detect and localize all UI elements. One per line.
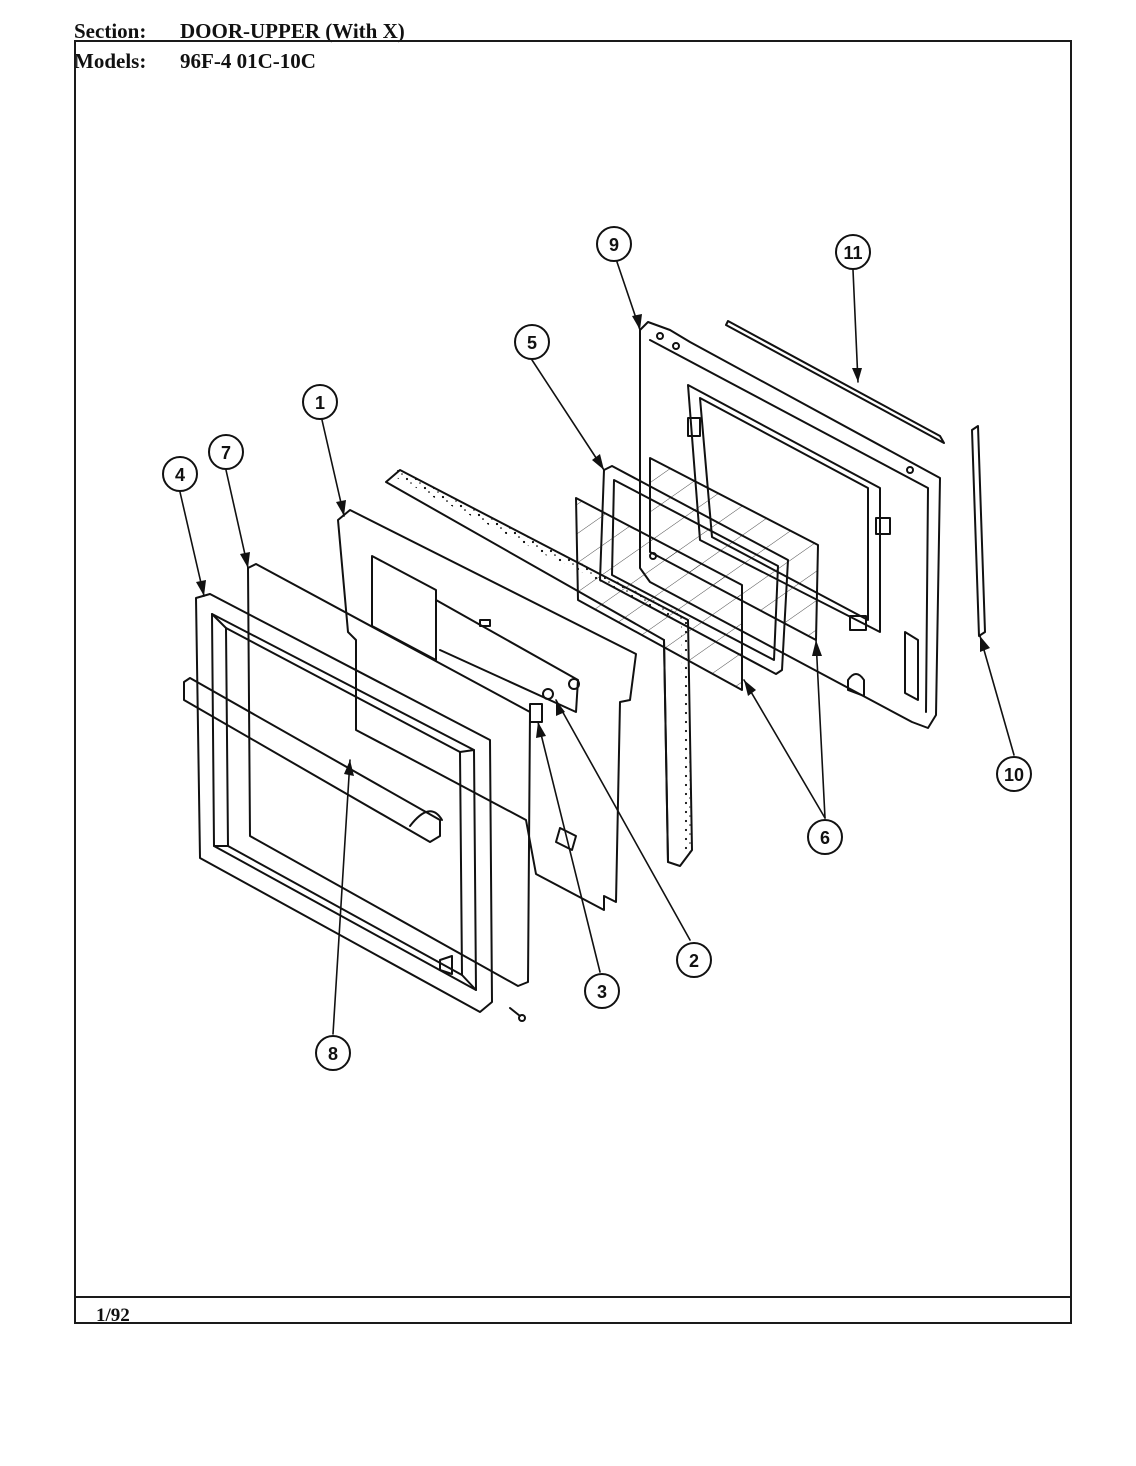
callout-1: 1 — [315, 393, 325, 413]
insulation-block-part — [385, 469, 693, 867]
section-value: DOOR-UPPER (With X) — [180, 19, 405, 43]
callout-8: 8 — [328, 1044, 338, 1064]
callout-3-circle — [584, 973, 620, 1009]
callout-4: 4 — [175, 465, 185, 485]
models-header: Models: 96F-4 01C-10C — [74, 51, 316, 72]
diagram-frame — [74, 40, 1072, 1324]
hinge-parts — [509, 678, 580, 1022]
callout-6: 6 — [820, 828, 830, 848]
callout-2-circle — [676, 942, 712, 978]
section-header: Section: DOOR-UPPER (With X) — [74, 21, 405, 42]
outer-door-frame-part — [195, 593, 493, 1013]
section-label: Section: — [74, 19, 147, 43]
top-rod-part — [725, 320, 945, 444]
callout-5-circle — [514, 324, 550, 360]
callout-6-circle — [807, 819, 843, 855]
leader-lines — [179, 261, 1015, 1035]
models-label: Models: — [74, 49, 147, 73]
callout-10: 10 — [1004, 765, 1024, 785]
outer-glass-part — [247, 563, 531, 987]
callout-11: 11 — [843, 243, 862, 263]
callout-7-circle — [208, 434, 244, 470]
callout-4-circle — [162, 456, 198, 492]
callout-3: 3 — [597, 982, 607, 1002]
models-value: 96F-4 01C-10C — [180, 49, 316, 73]
callout-9-circle — [596, 226, 632, 262]
handle-part — [183, 677, 443, 843]
callout-10-circle — [996, 756, 1032, 792]
arrowheads — [196, 314, 990, 776]
callout-11-circle — [835, 234, 871, 270]
callout-2: 2 — [689, 951, 699, 971]
callout-5: 5 — [527, 333, 537, 353]
side-rod-part — [971, 425, 986, 637]
callout-1-circle — [302, 384, 338, 420]
callout-8-circle — [315, 1035, 351, 1071]
footer-divider — [74, 1296, 1072, 1298]
callout-9: 9 — [609, 235, 619, 255]
revision-date: 1/92 — [96, 1305, 130, 1326]
callout-7: 7 — [221, 443, 231, 463]
